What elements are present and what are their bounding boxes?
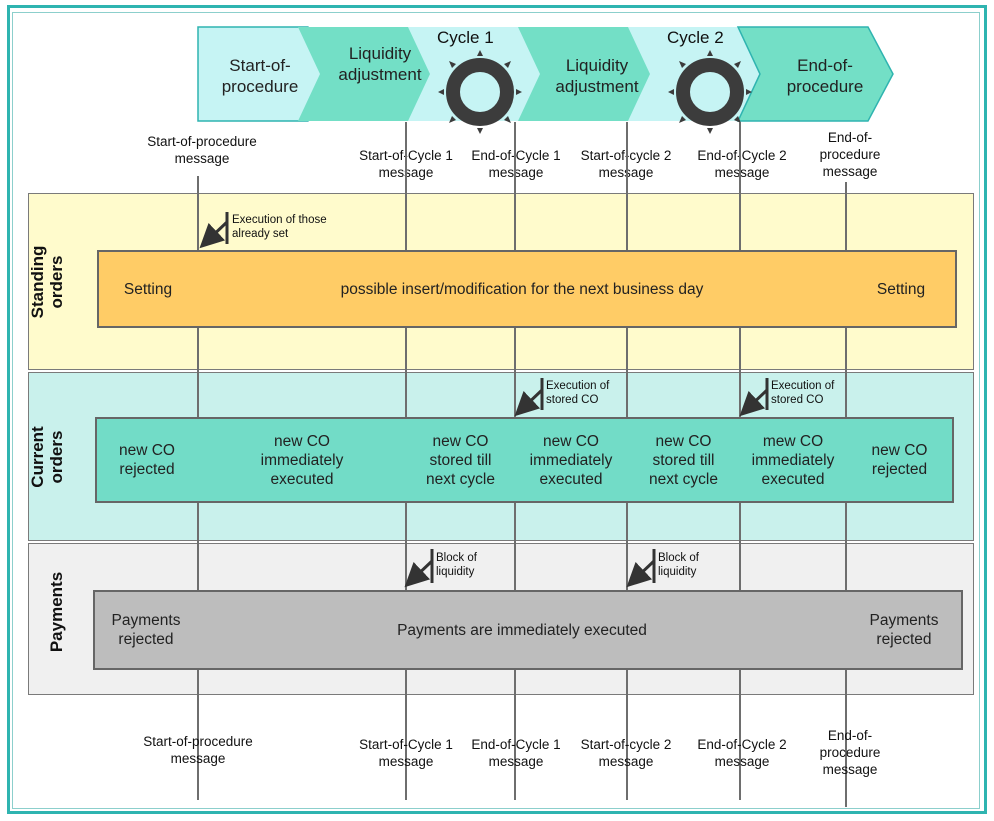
top-msg-end-of-cycle-2: End-of-Cycle 2 message: [697, 148, 787, 180]
phase-liquidity-2-label: Liquidity adjustment: [555, 56, 639, 96]
current-cell-5: new CO stored till next cycle: [649, 432, 718, 488]
payments-note-2: Block of liquidity: [658, 552, 699, 578]
payments-note-1-arrow: [404, 559, 434, 588]
cycle-1-label: Cycle 1: [437, 28, 494, 47]
current-note-2-arrow: [739, 388, 769, 417]
payments-note-1: Block of liquidity: [436, 552, 477, 578]
phase-end-label: End-of- procedure: [786, 56, 864, 96]
bottom-msg-end-of-procedure: End-of- procedure message: [819, 728, 881, 777]
standing-note-arrow: [199, 220, 229, 249]
current-note-1-arrow: [514, 388, 544, 417]
current-note-1: Execution of stored CO: [546, 380, 610, 406]
top-msg-start-of-procedure: Start-of-procedure message: [147, 134, 257, 166]
chevron-cycle-1: [408, 27, 552, 121]
chevron-liquidity-2: [518, 27, 662, 121]
payments-middle: Payments are immediately executed: [397, 621, 647, 639]
standing-setting-left: Setting: [123, 280, 173, 298]
phase-start-label: Start-of- procedure: [221, 56, 299, 96]
diagram-inner-frame: [12, 12, 980, 809]
chevron-end: [736, 26, 894, 122]
bottom-msg-end-of-cycle-2: End-of-Cycle 2 message: [697, 737, 787, 769]
payments-note-2-arrow: [626, 559, 656, 588]
cycle-1-icon: [438, 50, 522, 134]
chevron-liquidity-1: [298, 27, 442, 121]
top-msg-end-of-procedure: End-of- procedure message: [819, 130, 881, 179]
diagram-frame: [7, 5, 987, 814]
standing-middle: possible insert/modification for the nex…: [340, 280, 704, 298]
bottom-msg-start-of-procedure: Start-of-procedure message: [143, 734, 253, 766]
bottom-msg-start-of-cycle-1: Start-of-Cycle 1 message: [359, 737, 453, 769]
payments-bar: [93, 590, 963, 670]
standing-orders-bar: [97, 250, 957, 328]
current-cell-2: new CO immediately executed: [260, 432, 344, 488]
current-orders-bar: [95, 417, 954, 503]
standing-note: Execution of those already set: [232, 214, 327, 240]
standing-setting-right: Setting: [876, 280, 926, 298]
current-cell-6: mew CO immediately executed: [751, 432, 835, 488]
cycle-2-icon: [668, 50, 752, 134]
bottom-msg-start-of-cycle-2: Start-of-cycle 2 message: [580, 737, 672, 769]
bottom-msg-end-of-cycle-1: End-of-Cycle 1 message: [471, 737, 561, 769]
current-note-2: Execution of stored CO: [771, 380, 835, 406]
payments-rejected-left: Payments rejected: [111, 612, 181, 648]
top-msg-end-of-cycle-1: End-of-Cycle 1 message: [471, 148, 561, 180]
phase-liquidity-1-label: Liquidity adjustment: [338, 44, 422, 84]
cycle-2-label: Cycle 2: [667, 28, 724, 47]
current-cell-4: new CO immediately executed: [529, 432, 613, 488]
current-cell-1: new CO rejected: [119, 442, 175, 478]
phase-chevrons: [197, 26, 894, 122]
payments-rejected-right: Payments rejected: [869, 612, 939, 648]
current-cell-3: new CO stored till next cycle: [426, 432, 495, 488]
current-cell-7: new CO rejected: [871, 442, 928, 478]
